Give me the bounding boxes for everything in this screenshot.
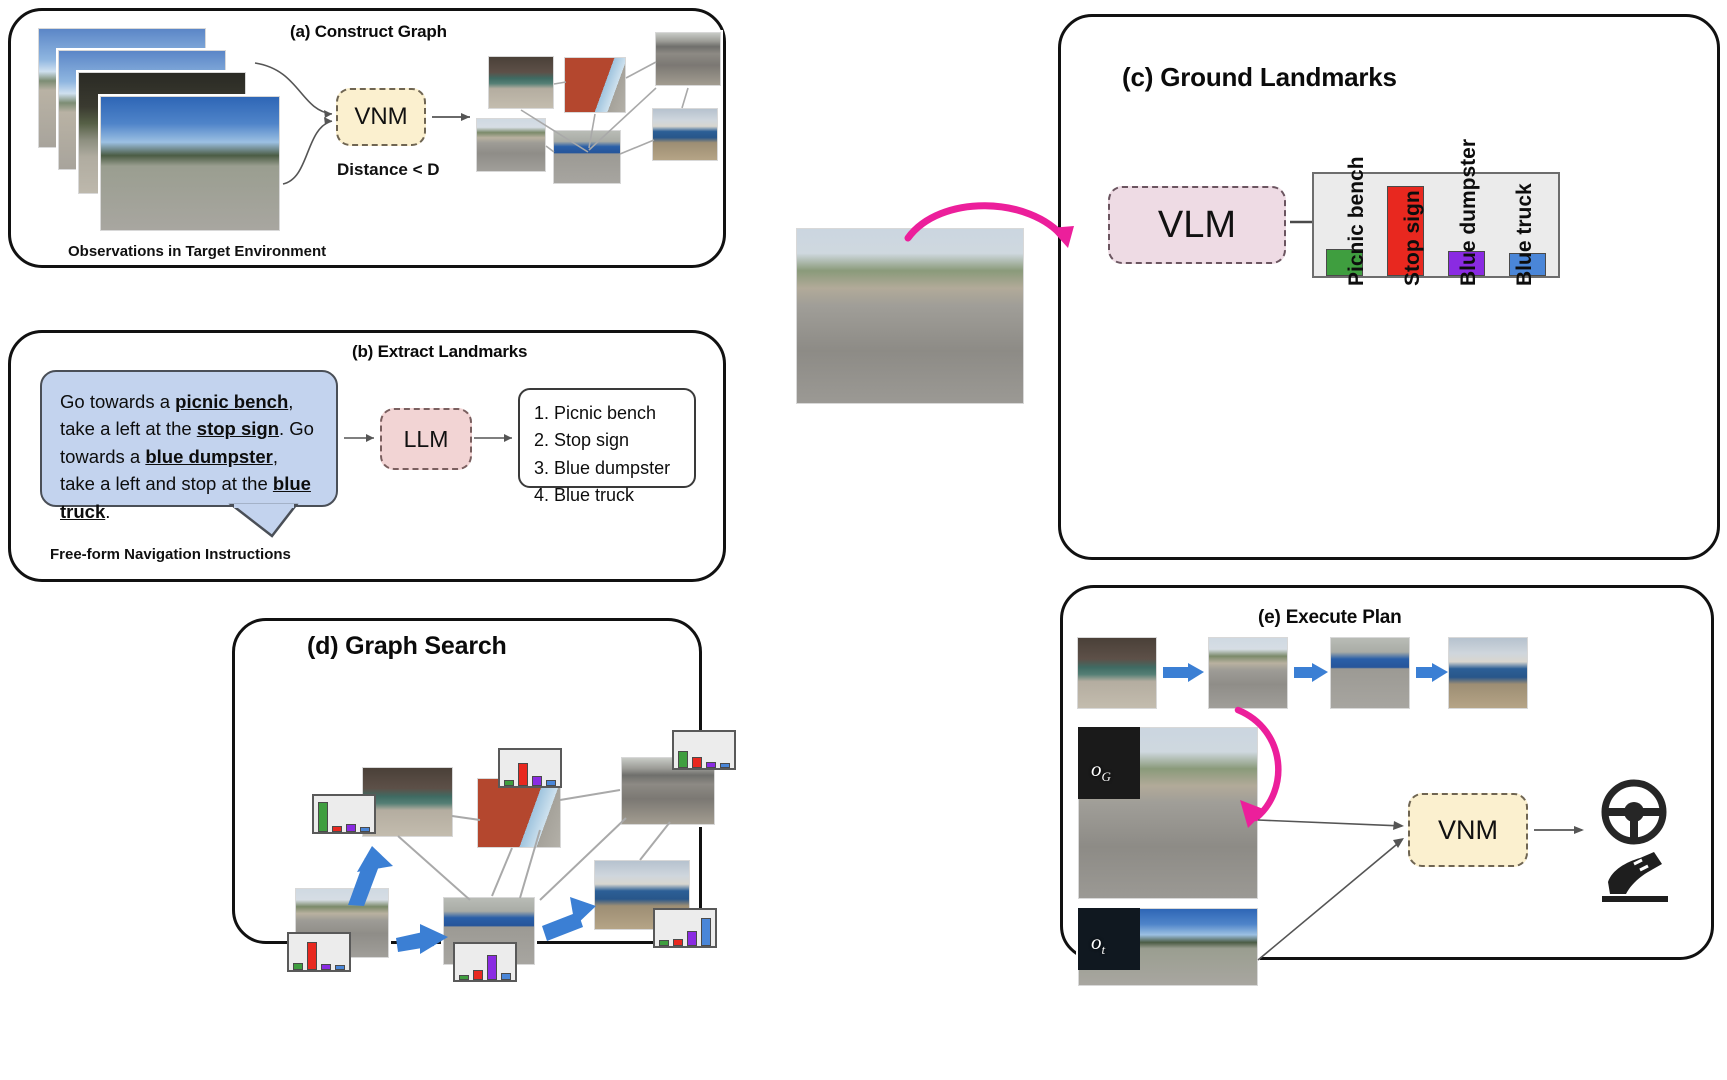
e-step-blue-truck <box>1448 637 1528 709</box>
bar-category-label: Blue dumpster <box>1457 138 1480 286</box>
d-chart-picnic-bench <box>312 794 376 834</box>
bar <box>1509 252 1546 276</box>
mini-bar <box>473 970 483 980</box>
mini-bar <box>720 763 730 768</box>
panel-ground-landmarks <box>1058 14 1720 560</box>
llm-model-box[interactable]: LLM <box>380 408 472 470</box>
mini-bar <box>532 776 542 786</box>
mini-bar <box>332 826 342 832</box>
graph-node-shipping-container <box>564 57 626 113</box>
instruction-fragment: , take a left at the <box>60 391 294 440</box>
mini-bar <box>692 756 702 768</box>
landmark-highlight: picnic bench <box>175 391 289 412</box>
d-node-shipping-container <box>477 778 561 848</box>
vnm-model-box-a[interactable]: VNM <box>336 88 426 146</box>
bar-category-label: Blue truck <box>1513 183 1536 286</box>
instruction-text: Go towards a picnic bench, take a left a… <box>60 391 314 522</box>
mini-bar <box>321 963 331 970</box>
current-observation-badge <box>1078 908 1140 970</box>
landmark-highlight: blue truck <box>60 473 311 522</box>
mini-bar <box>487 954 497 980</box>
observation-photo <box>100 96 280 231</box>
mini-bar <box>701 917 711 946</box>
landmark-highlight: blue dumpster <box>145 445 273 467</box>
mini-bar <box>335 964 345 970</box>
landmark-list-item: 1. Picnic bench <box>534 403 657 423</box>
landmark-list-item: 3. Blue dumpster <box>534 457 671 478</box>
mini-bar <box>459 974 469 980</box>
mini-bar <box>293 962 303 970</box>
mini-bar <box>346 823 356 832</box>
mini-bar <box>678 751 688 768</box>
instruction-fragment: , take a left and stop at the <box>60 445 278 495</box>
mini-bar <box>504 780 514 786</box>
graph-node-picnic-bench <box>488 56 554 109</box>
panel-d-title: (d) Graph Search <box>307 632 507 660</box>
d-chart-blue-truck <box>653 908 717 948</box>
mini-bar <box>307 941 317 970</box>
mini-bar <box>706 762 716 768</box>
instruction-fragment: . Go towards a <box>60 418 314 467</box>
vnm-label: VNM <box>354 103 408 130</box>
goal-observation-badge <box>1078 727 1140 799</box>
mini-bar <box>659 940 669 946</box>
grounding-score-barchart <box>1312 172 1560 278</box>
llm-label: LLM <box>403 425 449 452</box>
mini-bar <box>360 827 370 832</box>
d-chart-truck-road <box>672 730 736 770</box>
d-chart-shipping-container <box>498 748 562 788</box>
d-chart-blue-dumpster <box>453 942 517 982</box>
bar <box>1387 185 1424 276</box>
panel-b-caption: Free-form Navigation Instructions <box>50 546 291 563</box>
distance-condition-label: Distance < D <box>337 160 440 179</box>
panel-c-input-photo <box>796 228 1024 404</box>
instruction-fragment: . <box>105 500 111 522</box>
e-step-blue-dumpster <box>1330 637 1410 709</box>
graph-node-stop-sign-street <box>476 118 546 172</box>
landmark-list-box: 1. Picnic bench 2. Stop sign 3. Blue dumps… <box>518 388 696 505</box>
bar-category-label: Picnic bench <box>1345 156 1368 286</box>
graph-node-truck-road <box>655 32 721 86</box>
vlm-model-box[interactable]: VLM <box>1108 186 1286 264</box>
mini-bar <box>687 931 697 946</box>
mini-bar <box>546 779 556 786</box>
bar <box>1448 250 1485 276</box>
panel-b-title: (b) Extract Landmarks <box>352 342 528 361</box>
mini-bar <box>518 762 528 786</box>
bar <box>1326 248 1363 276</box>
goal-observation-label: oG <box>1091 757 1111 785</box>
landmark-list-item: 2. Stop sign <box>534 430 630 451</box>
panel-c-title: (c) Ground Landmarks <box>1122 62 1397 92</box>
graph-node-blue-truck <box>652 108 718 161</box>
grounding-barchart-labels: Picnic bench Stop sign Blue dumpster Blue t… <box>1312 139 1560 496</box>
vnm-model-box-e[interactable]: VNM <box>1408 793 1528 867</box>
panel-a-caption: Observations in Target Environment <box>68 243 327 260</box>
graph-node-blue-dumpster <box>553 130 621 184</box>
vnm-label-e: VNM <box>1438 814 1498 845</box>
instruction-speech-bubble: Go towards a picnic bench, take a left a… <box>40 370 338 522</box>
panel-a-title: (a) Construct Graph <box>290 22 447 41</box>
landmark-list-item: 4. Blue truck <box>534 485 635 506</box>
d-chart-stop-sign-street <box>287 932 351 972</box>
mini-bar <box>318 802 328 832</box>
mini-bar <box>673 938 683 946</box>
vlm-label: VLM <box>1157 203 1237 246</box>
landmark-highlight: stop sign <box>196 418 280 440</box>
e-step-stop-sign-street <box>1208 637 1288 709</box>
panel-e-title: (e) Execute Plan <box>1258 607 1402 628</box>
mini-bar <box>501 972 511 980</box>
bar-category-label: Stop sign <box>1401 190 1424 286</box>
e-step-picnic-bench <box>1077 637 1157 709</box>
current-observation-label: ot <box>1091 930 1106 958</box>
instruction-fragment: Go towards a <box>60 391 176 412</box>
